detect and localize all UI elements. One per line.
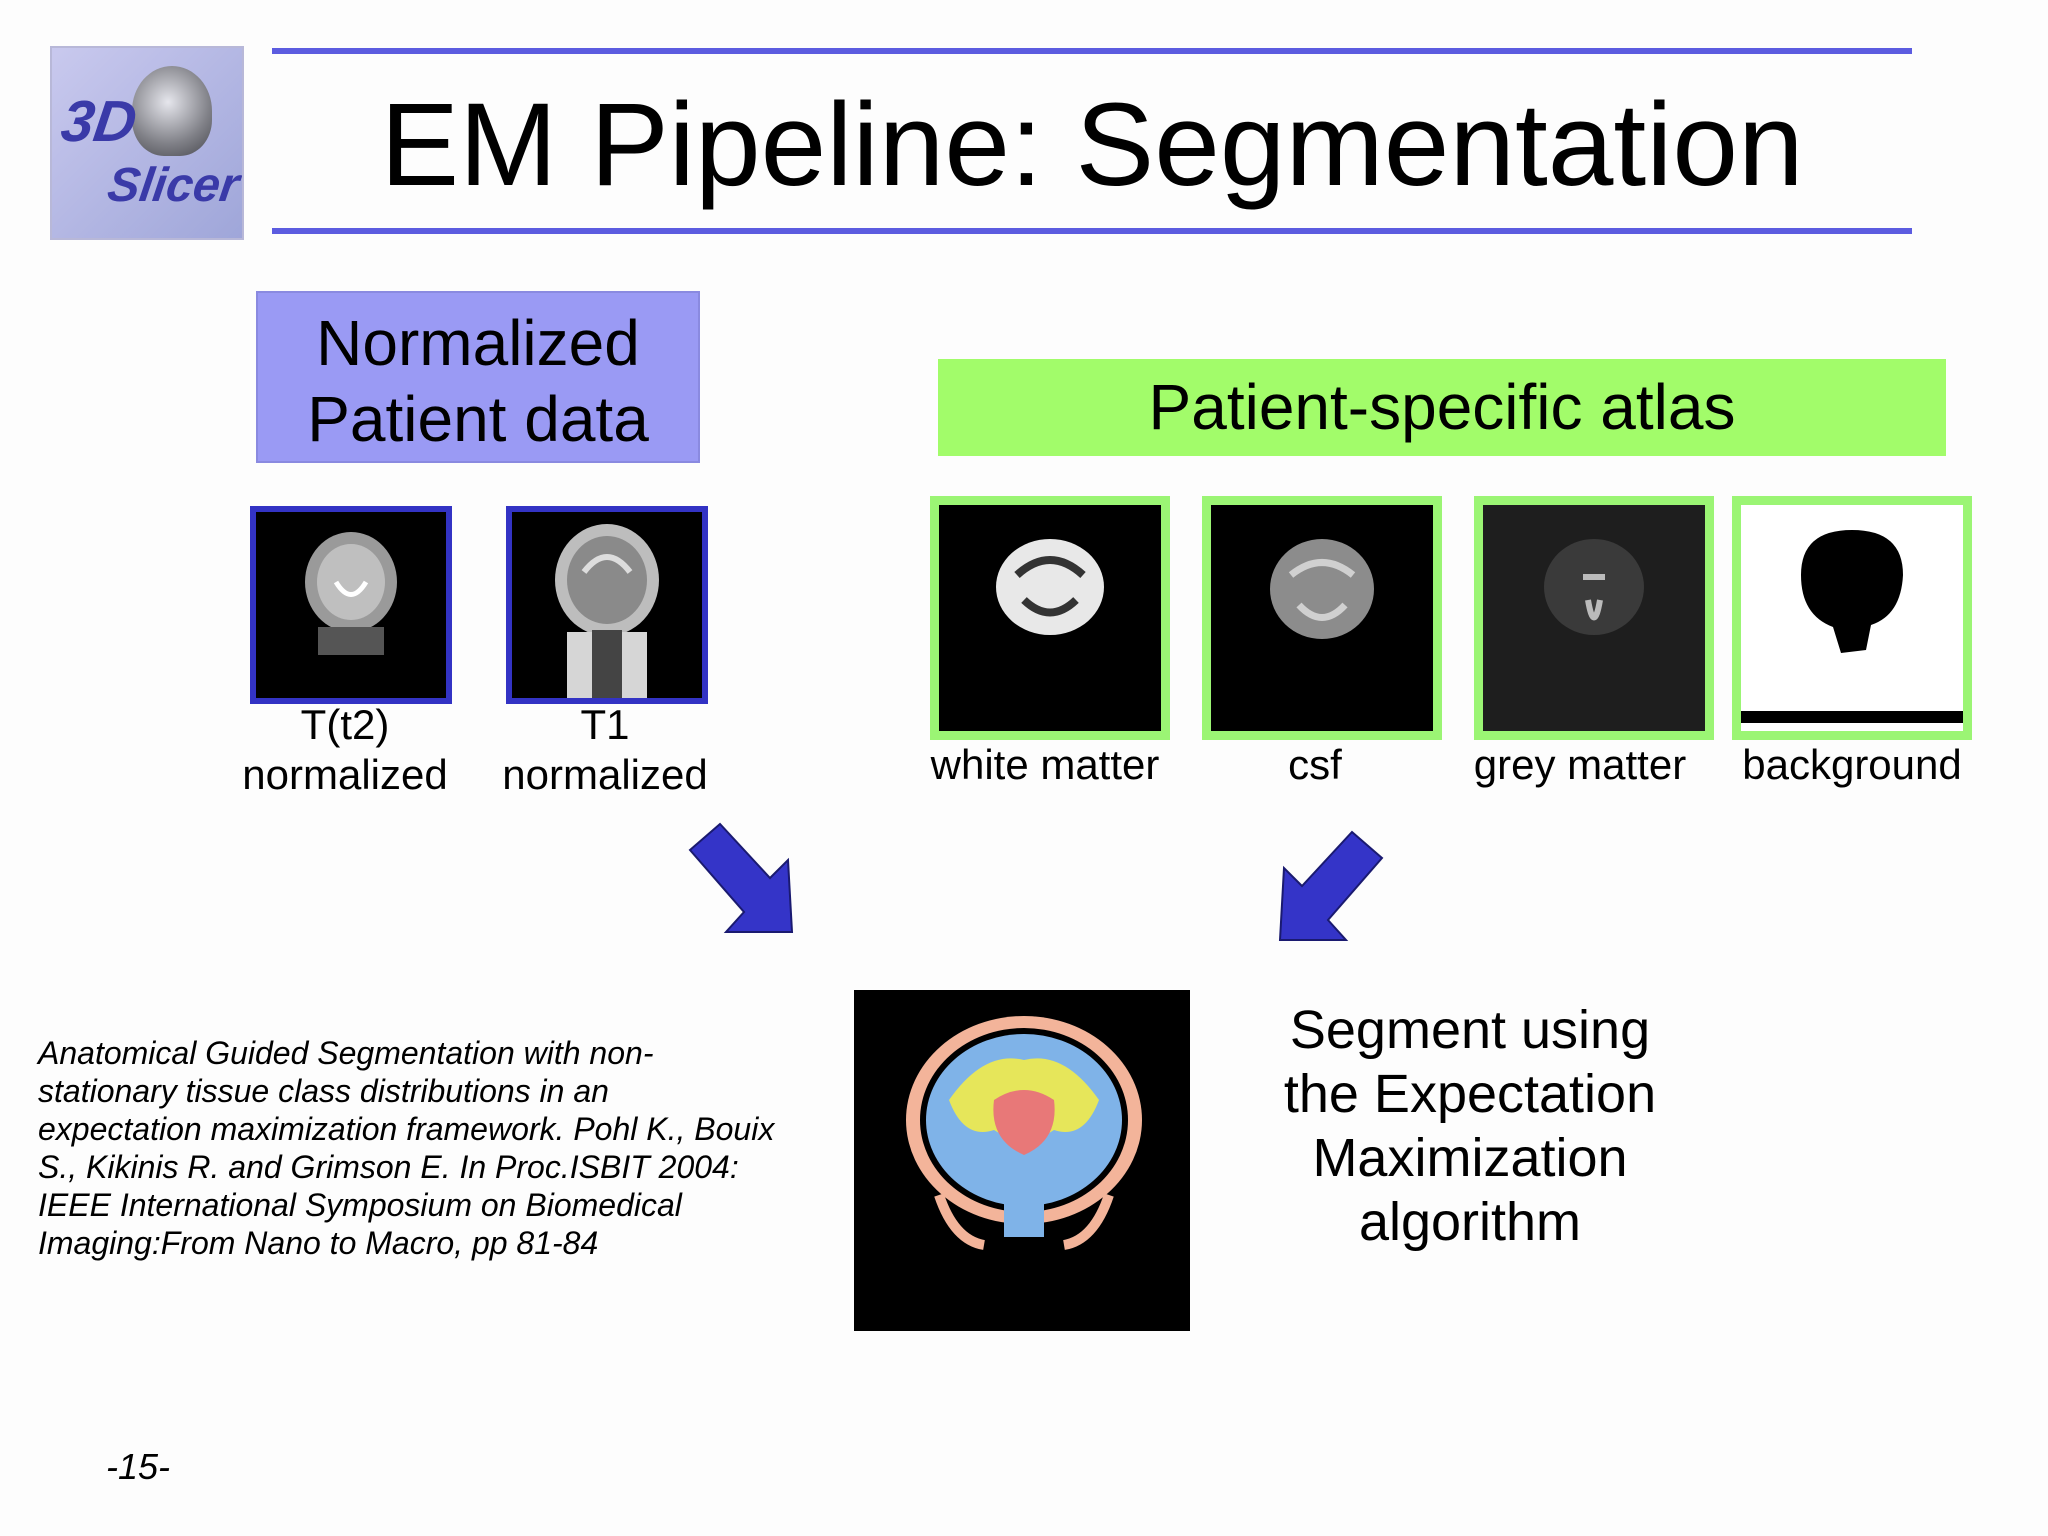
segmentation-result-image <box>854 990 1190 1331</box>
t1-label-line1: T1 <box>580 701 630 748</box>
background-atlas-image <box>1732 496 1972 740</box>
t2-label-line1: T(t2) <box>300 701 390 748</box>
t2-label-line2: normalized <box>242 751 448 798</box>
t1-mri-image <box>506 506 708 704</box>
reference-line-1: Anatomical Guided Segmentation with non- <box>38 1035 654 1071</box>
reference-line-4: S., Kikinis R. and Grimson E. In Proc.IS… <box>38 1149 739 1185</box>
segment-description: Segment using the Expectation Maximizati… <box>1220 998 1720 1254</box>
segment-line-2: the Expectation <box>1283 1064 1657 1124</box>
t1-label: T1 normalized <box>490 700 720 800</box>
csf-graphic <box>1270 539 1374 639</box>
white-matter-label: white matter <box>930 741 1160 788</box>
reference-line-6: Imaging:From Nano to Macro, pp 81-84 <box>38 1225 599 1261</box>
background-mask-graphic <box>1741 530 1963 723</box>
reference-citation: Anatomical Guided Segmentation with non-… <box>38 1034 838 1262</box>
normalized-box-line2: Patient data <box>307 383 649 455</box>
grey-matter-label: grey matter <box>1473 741 1687 788</box>
slide-title: EM Pipeline: Segmentation <box>380 79 1804 211</box>
brain-render-icon <box>132 66 212 156</box>
csf-atlas-image <box>1202 496 1442 740</box>
title-rule-top <box>272 48 1912 54</box>
t1-label-line2: normalized <box>502 751 708 798</box>
reference-line-2: stationary tissue class distributions in… <box>38 1073 609 1109</box>
title-rule-bottom <box>272 228 1912 234</box>
logo-text-3d: 3D <box>57 89 141 154</box>
grey-matter-atlas-image <box>1474 496 1714 740</box>
reference-line-3: expectation maximization framework. Pohl… <box>38 1111 775 1147</box>
arrow-down-left-icon <box>1278 830 1384 941</box>
patient-specific-atlas-box: Patient-specific atlas <box>938 359 1946 456</box>
grey-matter-graphic <box>1544 539 1644 635</box>
white-matter-atlas-image <box>930 496 1170 740</box>
t2-brain-graphic <box>305 532 397 655</box>
t1-brain-graphic <box>555 524 659 698</box>
segment-line-4: algorithm <box>1358 1192 1582 1252</box>
t2-label: T(t2) normalized <box>230 700 460 800</box>
segment-line-1: Segment using <box>1289 1000 1651 1060</box>
page-number: -15- <box>106 1446 171 1487</box>
logo-text-slicer: Slicer <box>104 159 243 212</box>
slicer-logo: 3D Slicer <box>50 46 244 240</box>
arrow-down-right-icon <box>688 822 794 933</box>
t2-mri-image <box>250 506 452 704</box>
white-matter-graphic <box>996 539 1104 635</box>
segment-line-3: Maximization <box>1312 1128 1628 1188</box>
segmentation-graphic <box>906 1016 1142 1250</box>
csf-label: csf <box>1288 741 1342 788</box>
normalized-box-line1: Normalized <box>316 307 640 379</box>
normalized-patient-data-box: Normalized Patient data <box>256 291 700 463</box>
background-label: background <box>1742 741 1962 788</box>
reference-line-5: IEEE International Symposium on Biomedic… <box>38 1187 682 1223</box>
